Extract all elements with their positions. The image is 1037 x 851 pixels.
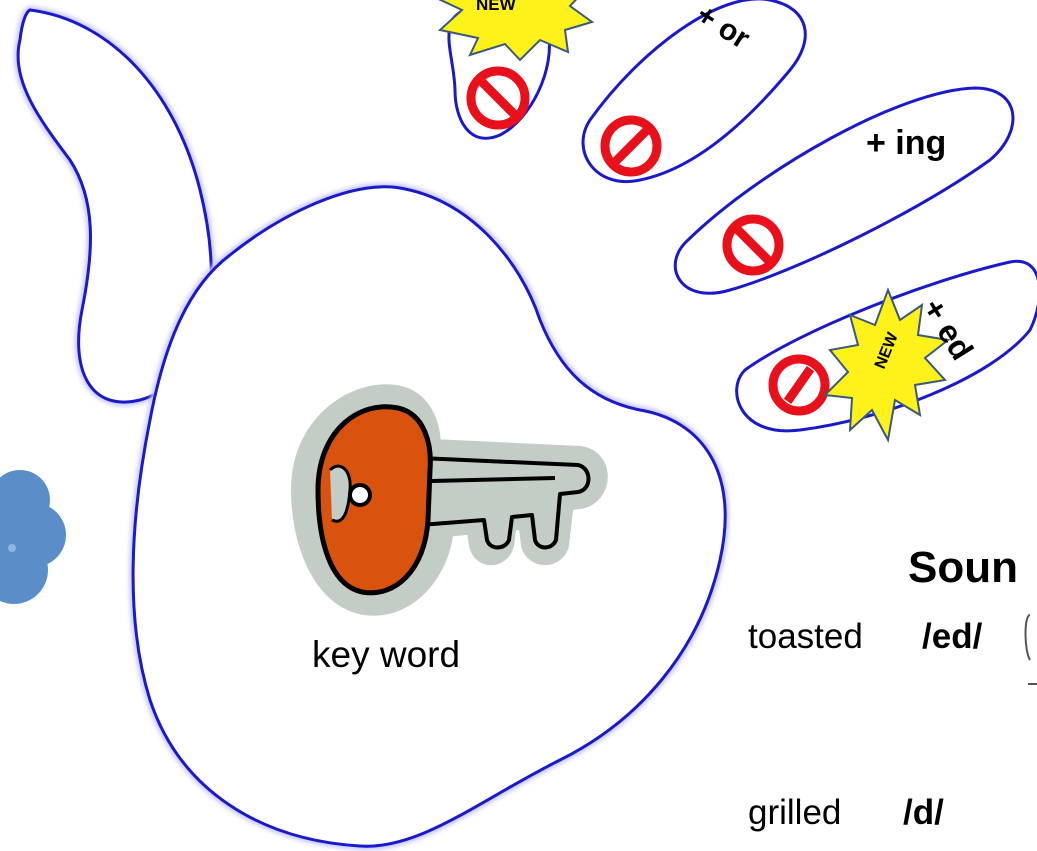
sound-word: grilled xyxy=(748,793,841,833)
sound-value: /ed/ xyxy=(922,617,982,657)
cloud-icon xyxy=(0,470,66,604)
prohibited-icon xyxy=(605,120,657,172)
sound-value: /d/ xyxy=(903,793,944,833)
palm-label: key word xyxy=(312,634,460,676)
sound-image-frame xyxy=(1026,615,1037,684)
new-badge-text: NEW xyxy=(476,0,516,15)
finger-label-ing: + ing xyxy=(866,124,946,163)
sound-word: toasted xyxy=(748,617,863,657)
sound-heading: Soun xyxy=(908,543,1018,593)
prohibited-icon xyxy=(727,219,779,271)
prohibited-icon xyxy=(471,71,525,125)
prohibited-icon xyxy=(773,359,825,411)
